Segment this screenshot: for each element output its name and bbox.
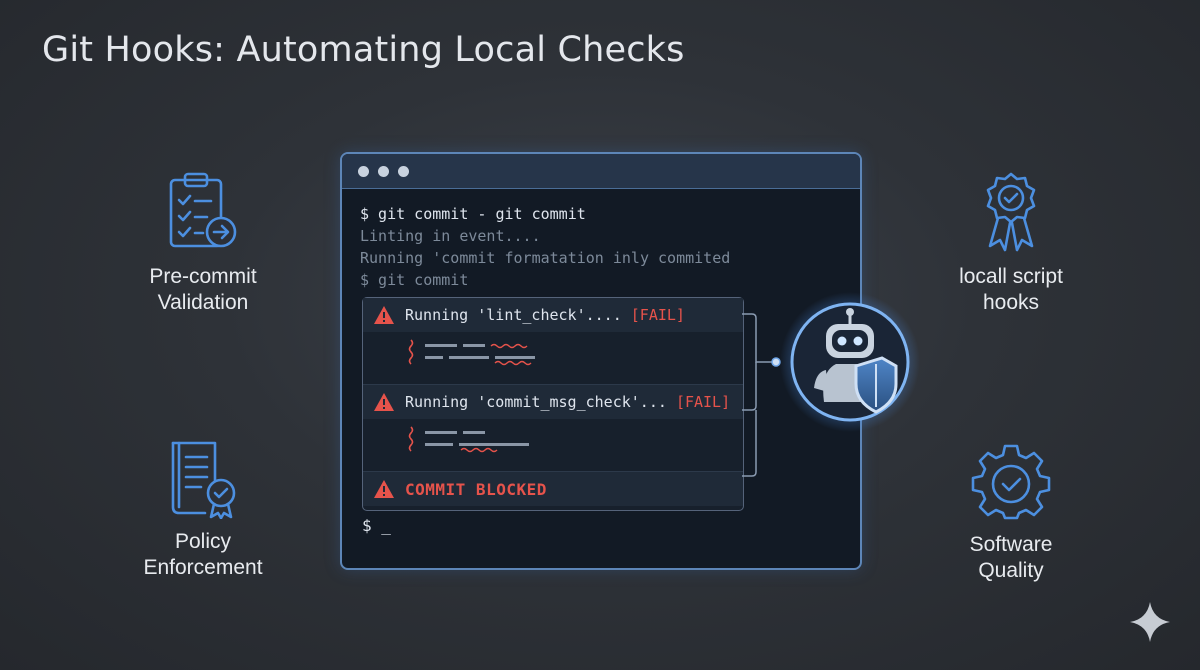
window-dot-minimize[interactable]: [378, 165, 389, 177]
check-status-fail: [FAIL]: [630, 306, 685, 324]
terminal-line: $ git commit - git commit: [360, 205, 586, 223]
window-dot-maximize[interactable]: [398, 165, 409, 177]
terminal-titlebar: [342, 154, 860, 189]
error-squiggle-icon: [408, 426, 529, 453]
feature-precommit-validation: Pre-commit Validation: [103, 170, 303, 316]
terminal-window: $ git commit - git commit Linting in eve…: [340, 152, 862, 570]
hook-robot: [780, 292, 920, 432]
page-title: Git Hooks: Automating Local Checks: [42, 30, 685, 70]
feature-policy-line1: Policy: [174, 530, 232, 553]
feature-policy-line2: Enforcement: [143, 556, 263, 579]
terminal-line: $ git commit: [360, 271, 469, 289]
document-badge-icon: [171, 441, 236, 519]
award-ribbon-icon: [986, 172, 1036, 252]
sparkle-icon: [1130, 602, 1170, 642]
gear-check-icon: [971, 444, 1051, 520]
terminal-output: $ git commit - git commit Linting in eve…: [342, 189, 860, 291]
error-squiggle-icon: [408, 339, 535, 366]
check-row-commit-msg: Running 'commit_msg_check'... [FAIL]: [363, 385, 743, 419]
robot-shield-icon: [780, 292, 920, 432]
warning-icon: [374, 306, 394, 324]
check-status-fail: [FAIL]: [675, 393, 731, 411]
feature-quality-line1: Software: [969, 533, 1053, 556]
check-label: Running 'commit_msg_check'...: [405, 393, 676, 411]
check-label: Running 'lint_check'....: [405, 306, 631, 324]
feature-precommit-line2: Validation: [157, 291, 249, 314]
feature-precommit-line1: Pre-commit: [149, 265, 257, 288]
check-detail-commit-msg: [363, 419, 743, 472]
terminal-prompt[interactable]: $ _: [362, 516, 391, 535]
check-row-lint: Running 'lint_check'.... [FAIL]: [363, 298, 743, 332]
feature-local-script-hooks: locall script hooks: [911, 170, 1111, 316]
hook-checks-panel: Running 'lint_check'.... [FAIL] Running …: [362, 297, 744, 511]
warning-icon: [374, 480, 394, 498]
terminal-line: Running 'commit formatation inly commite…: [360, 249, 731, 267]
feature-policy-enforcement: Policy Enforcement: [103, 435, 303, 581]
commit-blocked-label: COMMIT BLOCKED: [405, 479, 547, 499]
warning-icon: [374, 393, 394, 411]
feature-local-line1: locall script: [959, 265, 1063, 288]
terminal-line: Linting in event....: [360, 227, 541, 245]
clipboard-checklist-icon: [169, 172, 237, 248]
feature-local-line2: hooks: [982, 291, 1040, 314]
commit-blocked-row: COMMIT BLOCKED: [363, 472, 743, 506]
check-detail-lint: [363, 332, 743, 385]
feature-software-quality: Software Quality: [911, 442, 1111, 584]
window-dot-close[interactable]: [358, 165, 369, 177]
feature-quality-line2: Quality: [978, 559, 1044, 582]
